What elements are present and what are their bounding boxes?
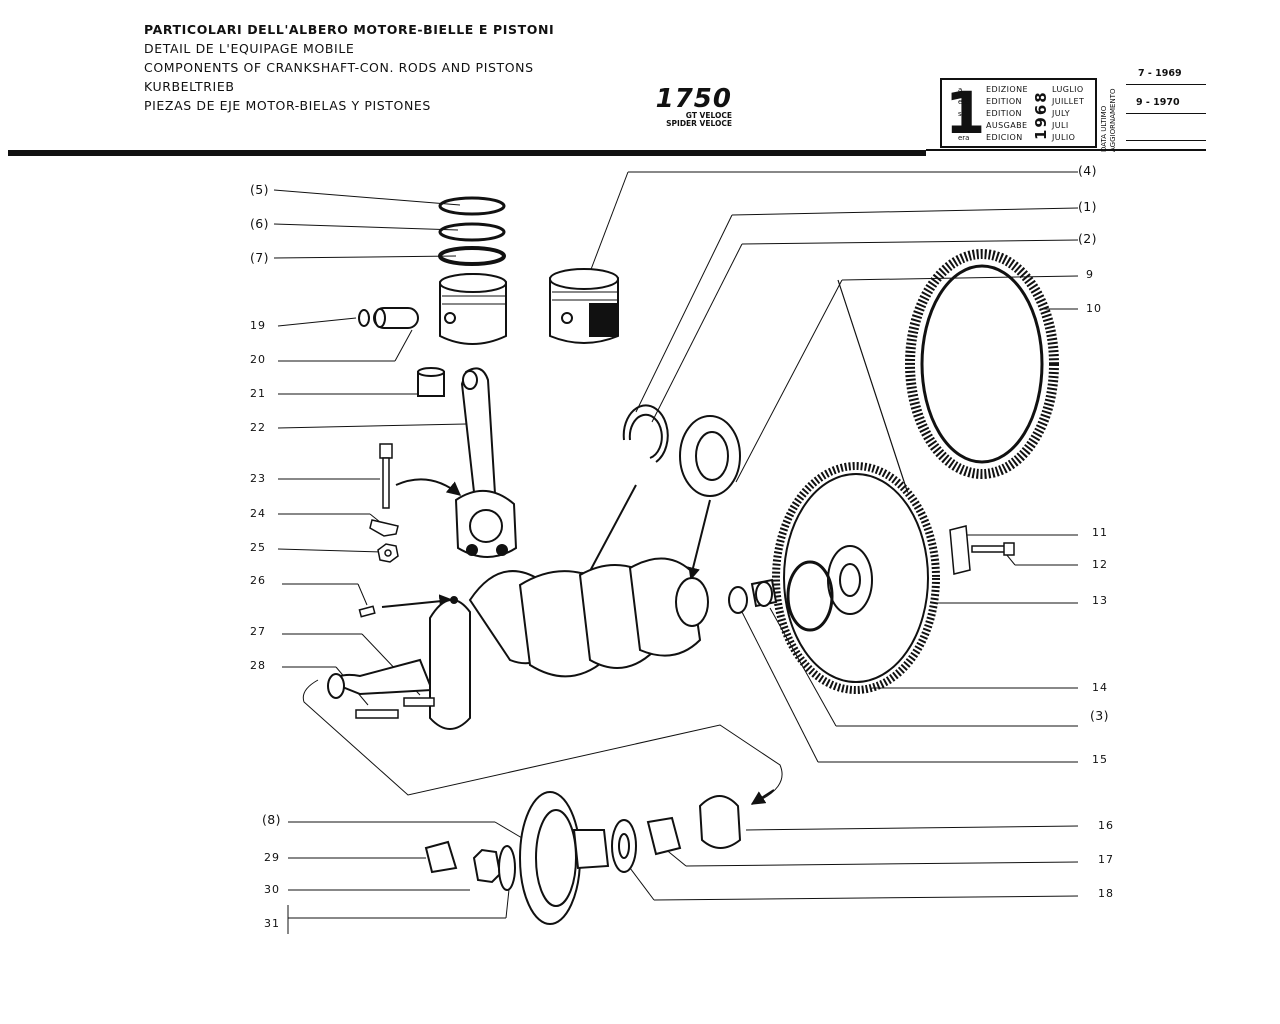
callout-label: (1) xyxy=(1078,199,1097,214)
edition-suffix: . xyxy=(958,122,961,130)
title-german: KURBELTRIEB xyxy=(144,79,235,94)
callout-label: 25 xyxy=(250,541,266,554)
callout-label: (4) xyxy=(1078,163,1097,178)
callout-label: 24 xyxy=(250,507,266,520)
crankshaft xyxy=(327,557,709,730)
edition-month: JULIO xyxy=(1052,133,1076,142)
callout-label: 20 xyxy=(250,353,266,366)
variant-gt-veloce: GT VELOCE xyxy=(685,111,732,120)
callout-label: 18 xyxy=(1098,887,1114,900)
edition-month: LUGLIO xyxy=(1052,85,1084,94)
flywheel xyxy=(772,462,940,694)
edition-label: EDITION xyxy=(986,97,1022,106)
flywheel-plate-bolt xyxy=(949,525,1015,575)
edition-suffix: a xyxy=(958,86,963,94)
callout-label: (7) xyxy=(250,250,269,265)
crankshaft-keys xyxy=(355,605,435,719)
callout-label: 17 xyxy=(1098,853,1114,866)
piston-assembly-right xyxy=(549,268,619,344)
piston-rings xyxy=(438,196,506,266)
header-rule-thin xyxy=(926,149,1206,151)
callout-label: (6) xyxy=(250,216,269,231)
callout-label: 22 xyxy=(250,421,266,434)
edition-suffix: ere xyxy=(958,98,970,106)
connecting-rod xyxy=(417,367,518,558)
callout-label: 21 xyxy=(250,387,266,400)
callout-label: 29 xyxy=(264,851,280,864)
leader-lines xyxy=(273,171,1079,934)
title-english: COMPONENTS OF CRANKSHAFT-CON. RODS AND P… xyxy=(144,60,534,75)
callout-label: 28 xyxy=(250,659,266,672)
model-block: 1750 GT VELOCE SPIDER VELOCE xyxy=(648,86,732,128)
title-spanish: PIEZAS DE EJE MOTOR-BIELAS Y PISTONES xyxy=(144,98,431,113)
callout-label: (5) xyxy=(250,182,269,197)
edition-suffix: st xyxy=(958,110,965,118)
callout-label: 31 xyxy=(264,917,280,930)
ring-gear xyxy=(905,249,1059,479)
pulley-assembly xyxy=(424,791,742,925)
callout-label: 27 xyxy=(250,625,266,638)
callout-label: 26 xyxy=(250,574,266,587)
edition-month: JULI xyxy=(1052,121,1069,130)
rod-bolt-set xyxy=(369,443,399,563)
update-line xyxy=(1126,113,1206,114)
update-date: 9 - 1970 xyxy=(1136,97,1180,108)
edition-number: 1 xyxy=(945,79,986,147)
callout-label: (3) xyxy=(1090,708,1109,723)
callout-label: 30 xyxy=(264,883,280,896)
pilot-bearing xyxy=(728,578,778,614)
edition-month: JULY xyxy=(1052,109,1071,118)
callout-label: 23 xyxy=(250,472,266,485)
piston-assembly-left xyxy=(358,273,507,345)
callout-label: 14 xyxy=(1092,681,1108,694)
header-rule xyxy=(8,150,926,156)
title-italian: PARTICOLARI DELL'ALBERO MOTORE-BIELLE E … xyxy=(144,22,555,37)
edition-label: EDIZIONE xyxy=(986,85,1028,94)
variant-spider-veloce: SPIDER VELOCE xyxy=(666,119,732,128)
callout-label: 10 xyxy=(1086,302,1102,315)
thrust-washers xyxy=(622,404,741,497)
callout-label: 11 xyxy=(1092,526,1108,539)
edition-month: JUILLET xyxy=(1052,97,1085,106)
update-line xyxy=(1126,84,1206,85)
edition-label: EDITION xyxy=(986,109,1022,118)
callout-label: 9 xyxy=(1086,268,1094,281)
callout-label: (8) xyxy=(262,812,281,827)
update-date: 7 - 1969 xyxy=(1138,68,1182,79)
model-number: 1750 xyxy=(655,84,732,114)
title-block: PARTICOLARI DELL'ALBERO MOTORE-BIELLE E … xyxy=(144,20,554,115)
callout-label: 15 xyxy=(1092,753,1108,766)
edition-suffix: era xyxy=(958,134,970,142)
callout-label: (2) xyxy=(1078,231,1097,246)
edition-label: EDICION xyxy=(986,133,1023,142)
update-line xyxy=(1126,140,1206,141)
callout-label: 19 xyxy=(250,319,266,332)
edition-label: AUSGABE xyxy=(986,121,1028,130)
title-french: DETAIL DE L'EQUIPAGE MOBILE xyxy=(144,41,355,56)
callout-label: 12 xyxy=(1092,558,1108,571)
callout-label: 16 xyxy=(1098,819,1114,832)
edition-box: 1 a ere st . era EDIZIONE EDITION EDITIO… xyxy=(940,78,1097,148)
callout-label: 13 xyxy=(1092,594,1108,607)
